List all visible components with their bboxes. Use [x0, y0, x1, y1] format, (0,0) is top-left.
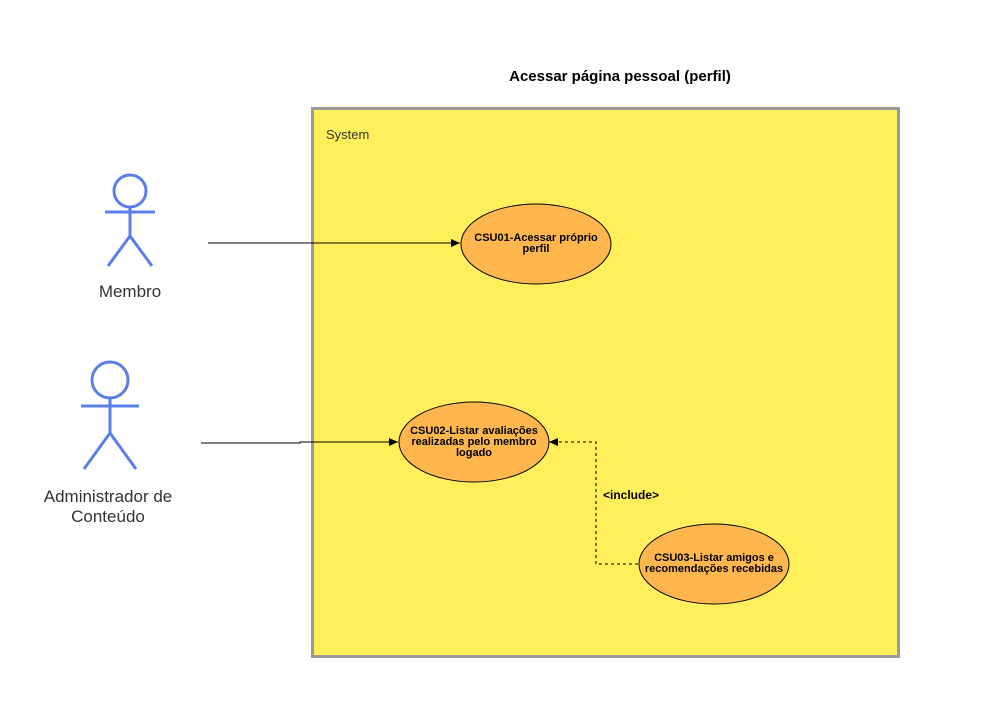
actor-admin-figure [81, 360, 139, 470]
include-label: <include> [603, 488, 660, 502]
system-boundary [311, 107, 900, 658]
usecase-csu01-label: CSU01-Acessar próprio perfil [474, 232, 598, 255]
usecase-csu01-ellipse[interactable] [460, 203, 612, 285]
system-label: System [326, 127, 370, 142]
include-csu03-csu02 [549, 438, 638, 565]
usecase-csu02-ellipse[interactable] [398, 401, 550, 483]
actor-membro-figure [105, 173, 155, 267]
usecase-csu02-label: CSU02-Listar avaliações realizadas pelo … [410, 424, 538, 459]
actor-membro-label: Membro [98, 282, 162, 301]
actor-admin-label: Administrador de Conteúdo [43, 487, 173, 526]
usecase-csu03-ellipse[interactable] [638, 523, 790, 605]
association-admin-csu02 [201, 438, 398, 446]
usecase-csu03-label: CSU03-Listar amigos e recomendações rece… [644, 552, 784, 575]
diagram-title: Acessar página pessoal (perfil) [509, 68, 731, 85]
